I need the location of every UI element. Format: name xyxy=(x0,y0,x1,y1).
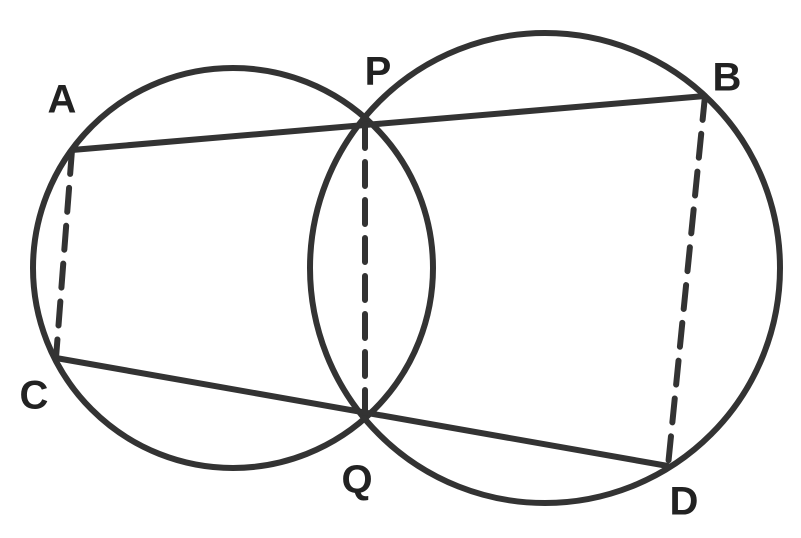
line-AB xyxy=(69,93,708,153)
label-B: B xyxy=(713,56,742,100)
label-P: P xyxy=(365,50,392,94)
dashed-line-AC xyxy=(53,147,75,361)
label-C: C xyxy=(20,374,49,418)
right-circle xyxy=(307,30,783,506)
label-Q: Q xyxy=(341,458,372,502)
label-D: D xyxy=(670,480,699,524)
dashed-line-BD xyxy=(665,93,708,469)
label-A: A xyxy=(48,78,77,122)
left-circle xyxy=(30,65,436,471)
